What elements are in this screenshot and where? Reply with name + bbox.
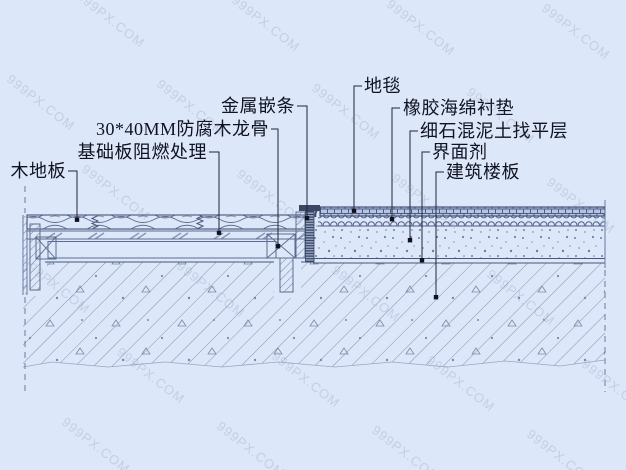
- leader-lines: [68, 85, 444, 300]
- leader-metal-strip: [297, 105, 308, 216]
- label-wood-joist: 30*40MM防腐木龙骨: [95, 119, 269, 139]
- leader-building-slab: [435, 171, 444, 295]
- label-building-slab: 建筑楼板: [446, 162, 520, 182]
- carpet-layer: [314, 206, 606, 218]
- building-slab: [22, 257, 606, 368]
- concrete-leveling-layer: [313, 225, 605, 258]
- wood-floor-layer: [26, 214, 308, 230]
- leader-concrete-leveling: [409, 130, 418, 238]
- base-board-layer: [26, 230, 308, 240]
- interface-agent-layer: [313, 258, 605, 264]
- rubber-sponge-layer: [318, 216, 605, 227]
- label-carpet: 地毯: [364, 76, 401, 96]
- leader-base-board: [209, 151, 220, 231]
- leader-dots: [74, 208, 439, 300]
- leader-carpet: [353, 85, 362, 209]
- label-interface-agent: 界面剂: [432, 142, 488, 162]
- label-base-board: 基础板阻燃处理: [77, 142, 207, 162]
- leader-wood-joist: [271, 128, 279, 244]
- left-wall-hatch: [23, 216, 27, 294]
- metal-strip: [299, 205, 320, 263]
- leader-wood-floor: [68, 170, 78, 218]
- label-metal-strip: 金属嵌条: [221, 96, 295, 116]
- label-rubber-sponge: 橡胶海绵衬垫: [403, 98, 514, 118]
- leader-interface-agent: [421, 151, 430, 258]
- label-concrete-leveling: 细石混泥土找平层: [420, 121, 568, 141]
- wood-joist-layer: [29, 211, 306, 293]
- leader-rubber-sponge: [391, 107, 400, 217]
- label-wood-floor: 木地板: [10, 161, 66, 181]
